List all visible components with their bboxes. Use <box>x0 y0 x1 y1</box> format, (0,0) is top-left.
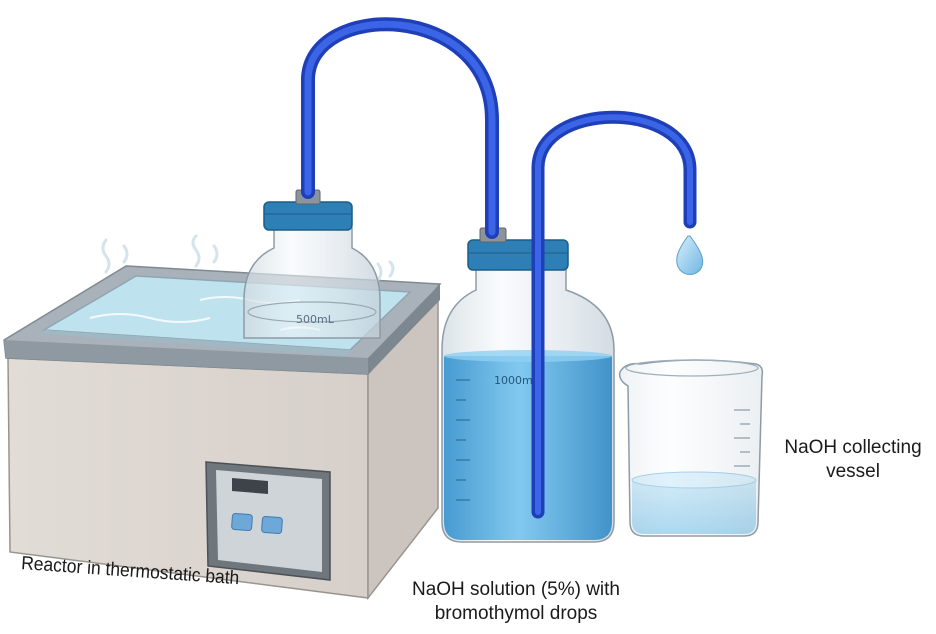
beaker-glass <box>618 359 764 537</box>
naoh-bottle-volume: 1000mL <box>494 374 540 387</box>
reactor-bottle-volume: 500mL <box>296 313 335 326</box>
label-collecting-line2: vessel <box>826 461 880 482</box>
reactor-bottle-glass <box>243 227 381 339</box>
naoh-solution-liquid <box>444 356 612 540</box>
naoh-bottle: 1000mL <box>441 227 615 543</box>
tubing <box>301 17 697 519</box>
naoh-bottle-cap <box>467 239 569 271</box>
bath-control-panel <box>205 461 331 581</box>
reactor-bottle-cap <box>263 201 353 231</box>
label-naoh-solution-line2: bromothymol drops <box>434 603 598 624</box>
control-button-left[interactable] <box>231 513 253 531</box>
label-naoh-solution: NaOH solution (5%) with bromothymol drop… <box>400 578 632 626</box>
control-button-right[interactable] <box>261 516 283 534</box>
collecting-beaker <box>618 359 764 537</box>
temperature-display <box>232 478 268 494</box>
steam <box>101 234 395 282</box>
naoh-droplet <box>676 235 704 275</box>
label-naoh-solution-line1: NaOH solution (5%) with <box>411 579 621 600</box>
label-collecting-vessel: NaOH collecting vessel <box>778 436 928 484</box>
label-collecting-line1: NaOH collecting <box>784 437 922 458</box>
reactor-bottle: 500mL <box>243 189 381 339</box>
